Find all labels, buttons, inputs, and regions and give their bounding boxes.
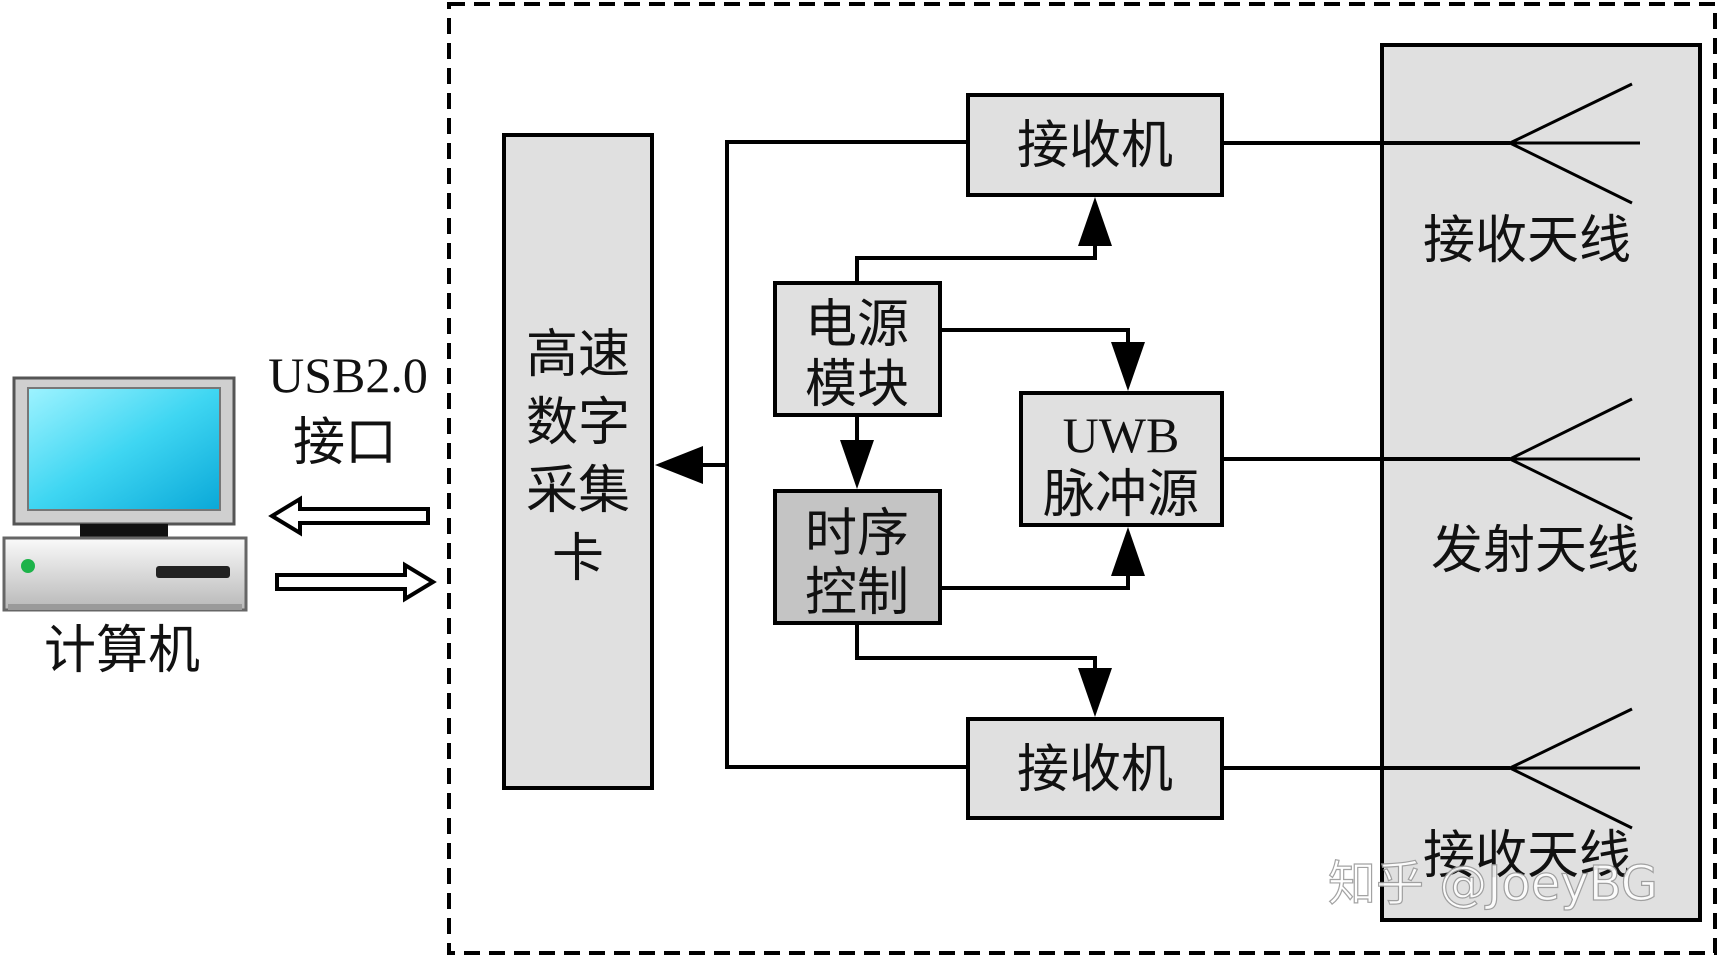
daq-card-box <box>502 133 654 790</box>
svg-text:卡: 卡 <box>552 529 604 589</box>
power-module-label-1: 电源 <box>805 295 909 355</box>
timing-control-label-2: 控制 <box>805 563 909 623</box>
daq-card-label: 高速 数字 采集 卡 <box>526 325 630 589</box>
tx-antenna-icon <box>1509 397 1640 521</box>
arrow-into-receiver-bottom <box>1078 668 1112 717</box>
timing-to-uwb-wire <box>940 575 1130 590</box>
power-module-box <box>773 281 942 417</box>
antenna-panel <box>1380 43 1702 922</box>
rx-top-antenna-label: 接收天线 <box>1423 211 1631 271</box>
timing-control-label-1: 时序 <box>805 504 909 564</box>
svg-text:采集: 采集 <box>526 461 630 521</box>
rx-bottom-antenna-label: 接收天线 <box>1423 826 1631 886</box>
receiver-bottom-label: 接收机 <box>1017 740 1173 800</box>
receiver-bus-wire <box>725 140 968 769</box>
power-to-receiver-top-wire <box>855 244 1097 283</box>
rx-top-antenna-icon <box>1509 82 1640 205</box>
uwb-source-label-2: 脉冲源 <box>1043 465 1199 525</box>
usb-label: USB2.0 <box>268 347 428 403</box>
hollow-arrow-right <box>275 561 437 603</box>
power-module-label-2: 模块 <box>805 355 909 415</box>
uwb-source-label-1: UWB <box>1063 407 1180 463</box>
interface-label: 接口 <box>293 413 397 473</box>
system-boundary <box>447 2 1717 955</box>
arrow-into-timing <box>840 440 874 489</box>
receiver-bottom-box <box>966 717 1224 820</box>
arrow-into-daq <box>655 446 703 484</box>
timing-to-receiver-bottom-wire <box>855 623 1097 670</box>
computer-icon <box>2 376 248 612</box>
computer-label: 计算机 <box>44 621 200 681</box>
receiver-top-label: 接收机 <box>1017 116 1173 176</box>
hollow-arrow-left <box>268 495 430 537</box>
power-to-uwb-wire <box>940 328 1130 343</box>
svg-text:数字: 数字 <box>526 393 630 453</box>
tx-antenna-label: 发射天线 <box>1431 521 1639 581</box>
watermark: 知乎 @JoeyBG <box>1328 856 1658 912</box>
receiver-top-box <box>966 93 1224 197</box>
arrow-into-uwb-bottom <box>1111 527 1145 576</box>
svg-text:高速: 高速 <box>526 325 630 385</box>
arrow-into-uwb-top <box>1111 342 1145 391</box>
arrow-into-receiver-top <box>1078 197 1112 246</box>
rx-bottom-antenna-icon <box>1509 707 1640 830</box>
